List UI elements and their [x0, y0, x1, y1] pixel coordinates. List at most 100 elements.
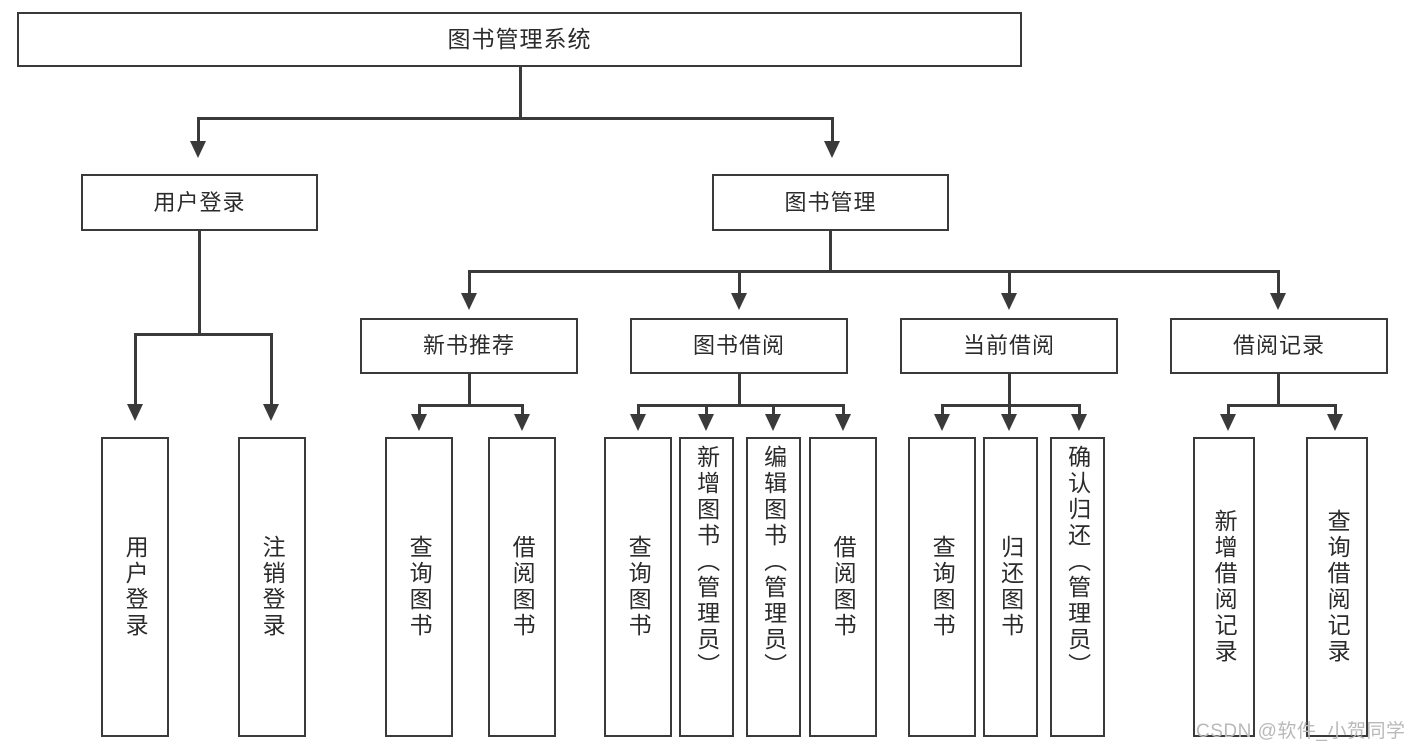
edge-bm-leg-2	[738, 270, 741, 295]
edge-cb-bus	[941, 404, 1081, 407]
node-label: 查询图书	[625, 535, 652, 639]
node-user-login[interactable]: 用户登录	[81, 174, 318, 231]
edge-cb-leg-1	[941, 404, 944, 416]
leaf-bb-add-book-admin[interactable]: 新增图书（管理员）	[679, 437, 734, 737]
leaf-bb-borrow-book[interactable]: 借阅图书	[809, 437, 877, 737]
node-book-management[interactable]: 图书管理	[712, 174, 949, 231]
edge-user-login-leg-2	[270, 333, 273, 406]
edge-bb-bus	[637, 404, 845, 407]
vertical-text-wrap: 新增借阅记录	[1195, 439, 1253, 735]
vertical-text-wrap: 注销登录	[240, 439, 304, 735]
node-root-book-management-system[interactable]: 图书管理系统	[17, 12, 1022, 67]
vertical-text-wrap: 查询图书	[606, 439, 670, 735]
vertical-text-wrap: 查询借阅记录	[1308, 439, 1366, 735]
edge-book-management-stem	[829, 231, 832, 272]
node-label: 当前借阅	[962, 333, 1055, 359]
vertical-text-wrap: 借阅图书	[811, 439, 875, 735]
edge-bb-leg-4	[842, 404, 845, 416]
node-borrow-record[interactable]: 借阅记录	[1170, 318, 1388, 374]
edge-nbr-leg-2	[521, 404, 524, 416]
arrow-cb-child-1	[934, 414, 950, 431]
leaf-logout-login[interactable]: 注销登录	[238, 437, 306, 737]
arrow-nbr-child-1	[411, 414, 427, 431]
node-label: 查询图书	[929, 535, 956, 639]
edge-root-bus	[197, 117, 834, 120]
arrow-br-child-1	[1220, 414, 1236, 431]
csdn-watermark: CSDN @软件_小贺同学	[1196, 716, 1405, 743]
node-label: 编辑图书（管理员）	[760, 445, 787, 679]
edge-cb-leg-3	[1078, 404, 1081, 416]
vertical-text-wrap: 编辑图书（管理员）	[748, 439, 799, 741]
node-book-borrow[interactable]: 图书借阅	[630, 318, 848, 374]
edge-user-login-bus	[134, 333, 273, 336]
vertical-text-wrap: 确认归还（管理员）	[1052, 439, 1103, 741]
node-label: 图书管理	[784, 189, 877, 215]
leaf-nbr-borrow-book[interactable]: 借阅图书	[488, 437, 556, 737]
node-label: 归还图书	[997, 535, 1024, 639]
node-label: 确认归还（管理员）	[1064, 445, 1091, 679]
leaf-br-query-record[interactable]: 查询借阅记录	[1306, 437, 1368, 737]
arrow-br-child-2	[1327, 414, 1343, 431]
edge-br-bus	[1227, 404, 1337, 407]
edge-br-leg-2	[1334, 404, 1337, 416]
node-label: 借阅图书	[509, 535, 536, 639]
edge-bm-leg-4	[1277, 270, 1280, 295]
arrow-cb-child-3	[1071, 414, 1087, 431]
edge-bb-leg-3	[772, 404, 775, 416]
leaf-bb-edit-book-admin[interactable]: 编辑图书（管理员）	[746, 437, 801, 737]
edge-bb-leg-2	[705, 404, 708, 416]
edge-br-leg-1	[1227, 404, 1230, 416]
node-label: 查询图书	[406, 535, 433, 639]
arrow-to-book-management	[824, 141, 840, 158]
edge-bm-leg-1	[468, 270, 471, 295]
node-current-borrow[interactable]: 当前借阅	[900, 318, 1118, 374]
arrow-cb-child-2	[1001, 414, 1017, 431]
vertical-text-wrap: 归还图书	[985, 439, 1036, 735]
arrow-to-new-book-recommend	[461, 293, 477, 310]
arrow-to-book-borrow	[731, 293, 747, 310]
node-label: 新书推荐	[422, 333, 515, 359]
edge-book-management-bus	[468, 270, 1280, 273]
node-label: 用户登录	[122, 535, 149, 639]
node-label: 用户登录	[153, 189, 246, 215]
node-label: 图书借阅	[692, 333, 785, 359]
arrow-bb-child-1	[630, 414, 646, 431]
vertical-text-wrap: 查询图书	[387, 439, 451, 735]
node-label: 查询借阅记录	[1324, 509, 1351, 665]
leaf-bb-query-book[interactable]: 查询图书	[604, 437, 672, 737]
watermark-text: CSDN @软件_小贺同学	[1196, 721, 1405, 742]
leaf-br-add-record[interactable]: 新增借阅记录	[1193, 437, 1255, 737]
vertical-text-wrap: 查询图书	[910, 439, 974, 735]
arrow-to-user-login	[190, 141, 206, 158]
arrow-bb-child-4	[835, 414, 851, 431]
arrow-to-user-login-leaf	[127, 404, 143, 421]
leaf-nbr-query-book[interactable]: 查询图书	[385, 437, 453, 737]
leaf-user-login[interactable]: 用户登录	[101, 437, 169, 737]
node-label: 图书管理系统	[447, 25, 592, 52]
edge-user-login-stem	[198, 231, 201, 335]
edge-br-stem	[1277, 374, 1280, 406]
edge-cb-leg-2	[1008, 404, 1011, 416]
node-label: 注销登录	[259, 535, 286, 639]
leaf-cb-query-book[interactable]: 查询图书	[908, 437, 976, 737]
edge-root-leg-left	[197, 117, 200, 143]
node-label: 借阅记录	[1232, 333, 1325, 359]
edge-bb-stem	[738, 374, 741, 406]
vertical-text-wrap: 借阅图书	[490, 439, 554, 735]
edge-nbr-leg-1	[418, 404, 421, 416]
edge-bb-leg-1	[637, 404, 640, 416]
vertical-text-wrap: 新增图书（管理员）	[681, 439, 732, 741]
leaf-cb-return-book[interactable]: 归还图书	[983, 437, 1038, 737]
node-label: 借阅图书	[830, 535, 857, 639]
edge-cb-stem	[1008, 374, 1011, 406]
edge-nbr-bus	[418, 404, 524, 407]
edge-user-login-leg-1	[134, 333, 137, 406]
edge-bm-leg-3	[1008, 270, 1011, 295]
leaf-cb-confirm-return-admin[interactable]: 确认归还（管理员）	[1050, 437, 1105, 737]
arrow-bb-child-2	[698, 414, 714, 431]
node-new-book-recommend[interactable]: 新书推荐	[360, 318, 578, 374]
edge-nbr-stem	[468, 374, 471, 406]
arrow-bb-child-3	[765, 414, 781, 431]
node-label: 新增图书（管理员）	[693, 445, 720, 679]
